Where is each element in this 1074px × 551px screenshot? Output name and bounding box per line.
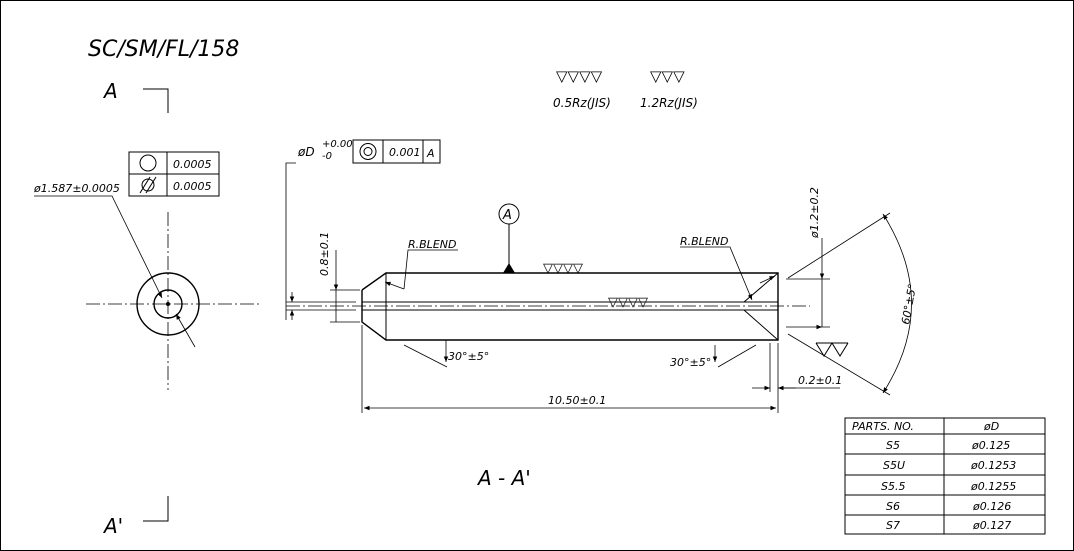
surface-finish-legend: ▽▽▽▽ 0.5Rz(JIS) ▽▽▽ 1.2Rz(JIS) <box>553 67 698 110</box>
bore-tol-lower: -0 <box>322 151 332 162</box>
section-arrow-start <box>143 88 169 113</box>
end-view-outer-circle <box>136 272 200 336</box>
drawing-id: SC/SM/FL/158 <box>88 37 239 62</box>
bore-label: øD <box>297 145 315 159</box>
dim-angle-left: 30°±5° <box>403 340 489 368</box>
datum-triangle <box>503 263 515 273</box>
finish-symbol-medium: ▽▽▽ <box>650 67 685 85</box>
table-cell: S6 <box>886 500 900 513</box>
chamfer-label: 0.2±0.1 <box>798 374 842 387</box>
dim-angle-right: 30°±5° <box>670 344 757 369</box>
end-view-diameter: ø1.587±0.0005 <box>33 182 120 195</box>
concentricity-value: 0.001 <box>389 146 421 159</box>
section-view: R.BLEND R.BLEND ▽▽▽▽ ▽▽▽▽ A <box>286 203 810 341</box>
angle-tip-label: 60°±5° <box>899 283 919 326</box>
table-cell: S5 <box>886 439 900 452</box>
section-mark-end: A' <box>102 514 123 538</box>
parts-table: PARTS. NO. øD S5 ø0.125 S5U ø0.1253 S5.5… <box>844 417 1046 535</box>
bore-callout: øD +0.001 -0 0.001 A <box>285 139 441 320</box>
table-cell: ø0.1253 <box>970 459 1016 472</box>
datum-a-label: A <box>502 208 512 223</box>
finish-label-medium: 1.2Rz(JIS) <box>640 96 698 110</box>
dim-chamfer: 0.2±0.1 <box>752 343 842 392</box>
radius-left-label: R.BLEND <box>408 238 456 251</box>
concentricity-datum: A <box>426 147 435 160</box>
table-cell: S5.5 <box>881 480 905 493</box>
cylindricity-icon <box>139 176 157 194</box>
end-view: ø1.587±0.0005 0.0005 0.0005 <box>33 151 262 390</box>
angle-right-label: 30°±5° <box>670 356 711 369</box>
table-cell: S7 <box>886 519 900 532</box>
finish-mark-bore: ▽▽▽▽ <box>608 295 648 310</box>
angle-left-label: 30°±5° <box>448 350 489 363</box>
table-cell: ø0.125 <box>971 439 1010 452</box>
dim-tip-dia: ø1.2±0.2 <box>786 187 830 328</box>
radius-right-label: R.BLEND <box>680 235 728 248</box>
finish-symbol-fine: ▽▽▽▽ <box>556 67 603 85</box>
finish-label-fine: 0.5Rz(JIS) <box>553 96 611 110</box>
flat-dim-label: 0.8±0.1 <box>318 232 331 276</box>
dim-angle-tip: 60°±5° <box>787 212 919 396</box>
circularity-value: 0.0005 <box>173 158 212 171</box>
concentricity-icon <box>359 143 377 160</box>
tip-finish-mark <box>815 342 849 357</box>
circularity-icon <box>139 154 157 172</box>
table-cell: ø0.126 <box>972 500 1011 513</box>
table-cell: ø0.1255 <box>970 480 1016 493</box>
length-label: 10.50±0.1 <box>548 394 606 407</box>
dim-length: 10.50±0.1 <box>361 325 779 413</box>
section-view-label: A - A' <box>476 466 531 490</box>
section-arrow-end <box>143 496 169 522</box>
finish-mark-outer: ▽▽▽▽ <box>543 261 583 276</box>
table-cell: S5U <box>883 459 905 472</box>
tip-dia-label: ø1.2±0.2 <box>808 187 821 239</box>
bore-tol-upper: +0.001 <box>322 139 359 150</box>
cylindricity-value: 0.0005 <box>173 180 212 193</box>
table-cell: ø0.127 <box>972 519 1011 532</box>
section-mark-start: A <box>102 79 118 103</box>
table-header-dia: øD <box>983 420 999 433</box>
table-header-part: PARTS. NO. <box>852 420 914 433</box>
dim-flat: 0.8±0.1 <box>318 232 360 323</box>
end-view-inner-circle <box>153 289 183 319</box>
